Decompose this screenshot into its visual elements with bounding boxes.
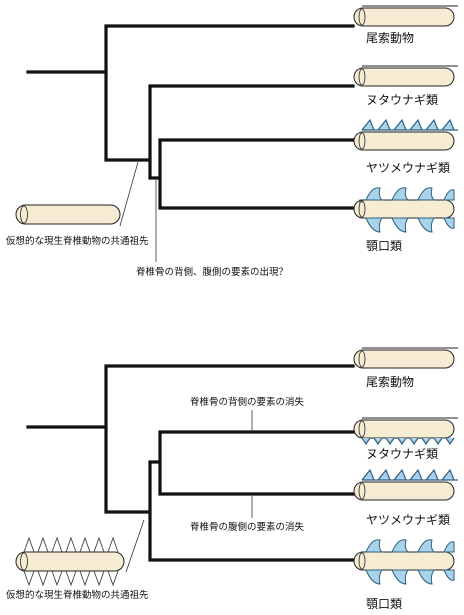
top-panel: n 尾索動物 ヌタウナギ類 ヤツメウナギ類 顎口類 仮想的な現生脊椎動物の共通祖…: [6, 5, 458, 278]
top-ancestor-leader: [119, 161, 139, 227]
svg-text:n: n: [359, 198, 363, 205]
top-taxon-label-lampreys: ヤツメウナギ類: [366, 161, 450, 175]
bottom-event-dorsal-loss-label: 脊椎骨の背側の要素の消失: [190, 396, 305, 408]
bottom-panel: 尾索動物 ヌタウナギ類 ヤツメウナギ類 顎口類 脊椎骨の背側の要素の消失 脊椎骨…: [6, 347, 458, 611]
bottom-ancestor-label: 仮想的な現生脊椎動物の共通祖先: [6, 589, 149, 601]
top-taxon-label-hagfishes: ヌタウナギ類: [366, 93, 438, 107]
top-taxon-label-gnathostomes: 顎口類: [366, 239, 402, 253]
bottom-hagfish-vertebrae-icon: [353, 417, 458, 446]
top-hagfish-notochord-icon: [353, 65, 458, 87]
top-gnathostome-vertebrae-icon: n: [353, 187, 455, 233]
bottom-ancestor-leader: [125, 519, 145, 573]
top-taxon-label-urochordates: 尾索動物: [366, 31, 414, 45]
bottom-taxon-label-urochordates: 尾索動物: [366, 375, 414, 389]
bottom-taxon-label-lampreys: ヤツメウナギ類: [366, 513, 450, 527]
bottom-tree: [26, 364, 355, 562]
bottom-taxon-label-gnathostomes: 顎口類: [366, 597, 402, 611]
top-lamprey-vertebrae-icon: [353, 118, 458, 151]
top-ancestor-label: 仮想的な現生脊椎動物の共通祖先: [6, 235, 149, 247]
top-urochordate-notochord-icon: [353, 5, 458, 27]
top-tree: [26, 24, 355, 210]
top-event-label: 脊椎骨の背側、腹側の要素の出現？: [136, 266, 288, 278]
bottom-lamprey-vertebrae-icon: [353, 468, 458, 501]
bottom-event-ventral-loss-label: 脊椎骨の腹側の要素の消失: [190, 521, 305, 533]
bottom-taxon-label-hagfishes: ヌタウナギ類: [366, 447, 438, 461]
top-ancestor-notochord-icon: [15, 204, 121, 225]
bottom-ancestor-spiked-notochord-icon: [15, 536, 125, 587]
bottom-urochordate-notochord-icon: [353, 347, 458, 369]
bottom-gnathostome-vertebrae-icon: [353, 539, 455, 585]
